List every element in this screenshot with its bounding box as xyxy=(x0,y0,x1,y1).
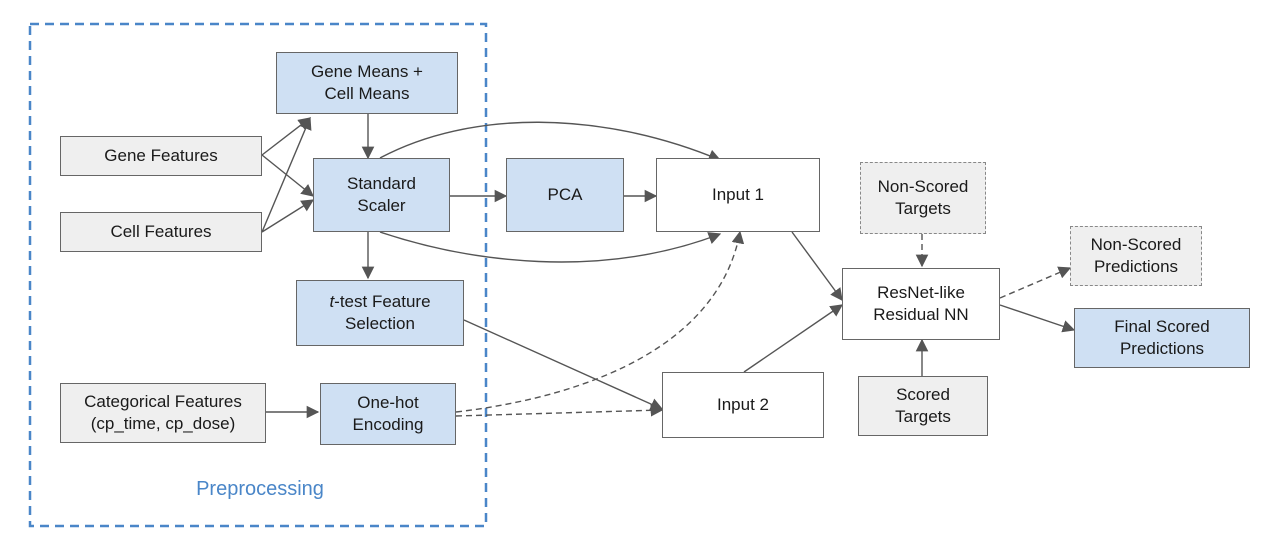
pca-node: PCA xyxy=(506,158,624,232)
final-scored-predictions-node: Final Scored Predictions xyxy=(1074,308,1250,368)
edge-gene-features-to-scaler xyxy=(261,154,314,197)
scored-targets-node: Scored Targets xyxy=(858,376,988,436)
edge-onehot-to-input2-dashed xyxy=(455,404,664,417)
ttest-label-rest: -test Feature Selection xyxy=(334,292,431,333)
preprocessing-label: Preprocessing xyxy=(196,478,324,500)
gene-means-cell-means-node: Gene Means + Cell Means xyxy=(276,52,458,114)
edge-scaler-to-input1-top xyxy=(379,121,722,162)
edge-resnet-to-nonscored-pred-dashed xyxy=(999,266,1072,299)
cell-features-node: Cell Features xyxy=(60,212,262,252)
edge-cell-features-to-scaler xyxy=(261,199,315,233)
ttest-label: t-test Feature Selection xyxy=(329,291,430,335)
categorical-features-node: Categorical Features (cp_time, cp_dose) xyxy=(60,383,266,443)
edge-input2-to-resnet xyxy=(743,304,844,373)
ttest-label-italic: t xyxy=(329,292,335,311)
gene-features-node: Gene Features xyxy=(60,136,262,176)
preprocessing-region-frame xyxy=(28,22,488,528)
edge-resnet-to-final xyxy=(999,304,1076,333)
nonscored-targets-node: Non-Scored Targets xyxy=(860,162,986,234)
onehot-encoding-node: One-hot Encoding xyxy=(320,383,456,445)
edge-input1-to-resnet xyxy=(791,231,843,302)
input1-node: Input 1 xyxy=(656,158,820,232)
nonscored-predictions-node: Non-Scored Predictions xyxy=(1070,226,1202,286)
edge-scaler-to-input1-bottom xyxy=(379,231,722,263)
standard-scaler-node: Standard Scaler xyxy=(313,158,450,232)
edge-cell-features-to-means xyxy=(261,116,312,233)
edge-ttest-to-input2 xyxy=(463,319,664,411)
ttest-feature-selection-node: t-test Feature Selection xyxy=(296,280,464,346)
input2-node: Input 2 xyxy=(662,372,824,438)
resnet-node: ResNet-like Residual NN xyxy=(842,268,1000,340)
